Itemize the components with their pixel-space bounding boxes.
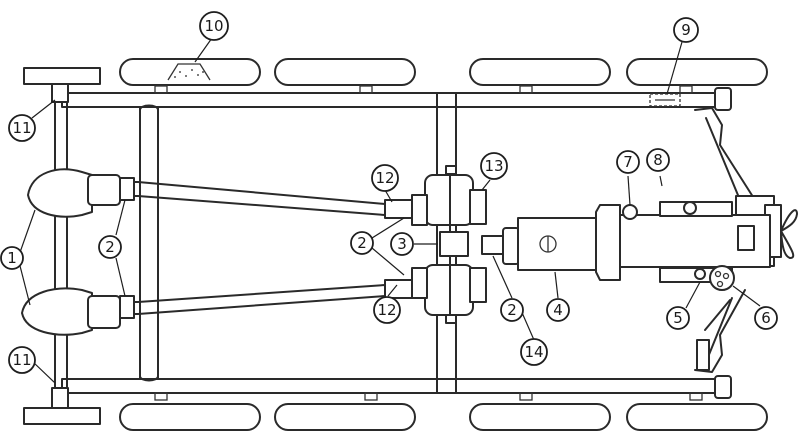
- callout-14-label: 14: [524, 343, 543, 361]
- callout-7-label: 7: [623, 153, 633, 171]
- callout-8: 8: [646, 148, 670, 172]
- running-boards-bottom: [119, 403, 768, 431]
- board-bottom-1: [119, 403, 261, 431]
- transmission: [481, 217, 597, 271]
- callout-2-left-label: 2: [105, 238, 115, 256]
- callout-5: 5: [666, 306, 690, 330]
- cylinder-cap-7: [622, 204, 638, 220]
- callout-11-bottom-label: 11: [12, 351, 31, 369]
- running-boards-top: [119, 58, 768, 86]
- callout-13-label: 13: [484, 157, 503, 175]
- callout-12-bottom: 12: [373, 296, 401, 324]
- callout-14: 14: [520, 338, 548, 366]
- callout-2-left: 2: [98, 235, 122, 259]
- callout-6: 6: [754, 306, 778, 330]
- callout-9: 9: [673, 17, 699, 43]
- differential-bottom: [21, 287, 93, 336]
- rear-end: [21, 67, 121, 425]
- board-top-1: [119, 58, 261, 86]
- rear-wheel-top: [23, 67, 101, 85]
- brake-drum-unit: [411, 165, 487, 324]
- callout-10: 10: [199, 11, 229, 41]
- callout-2-right: 2: [500, 298, 524, 322]
- callout-2-center: 2: [350, 231, 374, 255]
- callout-11-top: 11: [8, 114, 36, 142]
- callout-11-top-label: 11: [12, 119, 31, 137]
- gearbox: [517, 217, 597, 271]
- callout-12-bottom-label: 12: [377, 301, 396, 319]
- callout-11-bottom: 11: [8, 346, 36, 374]
- differential-top: [27, 168, 93, 218]
- board-top-4: [626, 58, 768, 86]
- callout-12-top-label: 12: [375, 169, 394, 187]
- frame-rail-top: [61, 92, 723, 108]
- callout-1-label: 1: [7, 249, 17, 267]
- fan-icon: [780, 209, 798, 259]
- callout-1: 1: [0, 246, 24, 270]
- callout-3: 3: [390, 232, 414, 256]
- rear-wheel-bottom: [23, 407, 101, 425]
- callout-4-label: 4: [553, 301, 563, 319]
- callout-2-right-label: 2: [507, 301, 517, 319]
- callout-9-label: 9: [681, 21, 691, 39]
- callout-8-label: 8: [653, 151, 663, 169]
- board-bottom-4: [626, 403, 768, 431]
- board-top-2: [274, 58, 416, 86]
- callout-3-label: 3: [397, 235, 407, 253]
- frame-rail-bottom: [61, 378, 723, 394]
- board-bottom-3: [469, 403, 611, 431]
- leader-lines: [17, 37, 761, 384]
- callout-6-label: 6: [761, 309, 771, 327]
- rear-cross-member: [139, 104, 159, 382]
- callout-12-top: 12: [371, 164, 399, 192]
- callout-13: 13: [480, 152, 508, 180]
- callouts: 1 2 2 2 3 4 5 6: [0, 11, 778, 374]
- callout-2-center-label: 2: [357, 234, 367, 252]
- callout-5-label: 5: [673, 309, 683, 327]
- board-bottom-2: [274, 403, 416, 431]
- callout-4: 4: [546, 298, 570, 322]
- callout-10-label: 10: [204, 17, 223, 35]
- callout-7: 7: [616, 150, 640, 174]
- stipple-bracket-10: [167, 63, 211, 81]
- engine: [595, 201, 771, 291]
- board-top-3: [469, 58, 611, 86]
